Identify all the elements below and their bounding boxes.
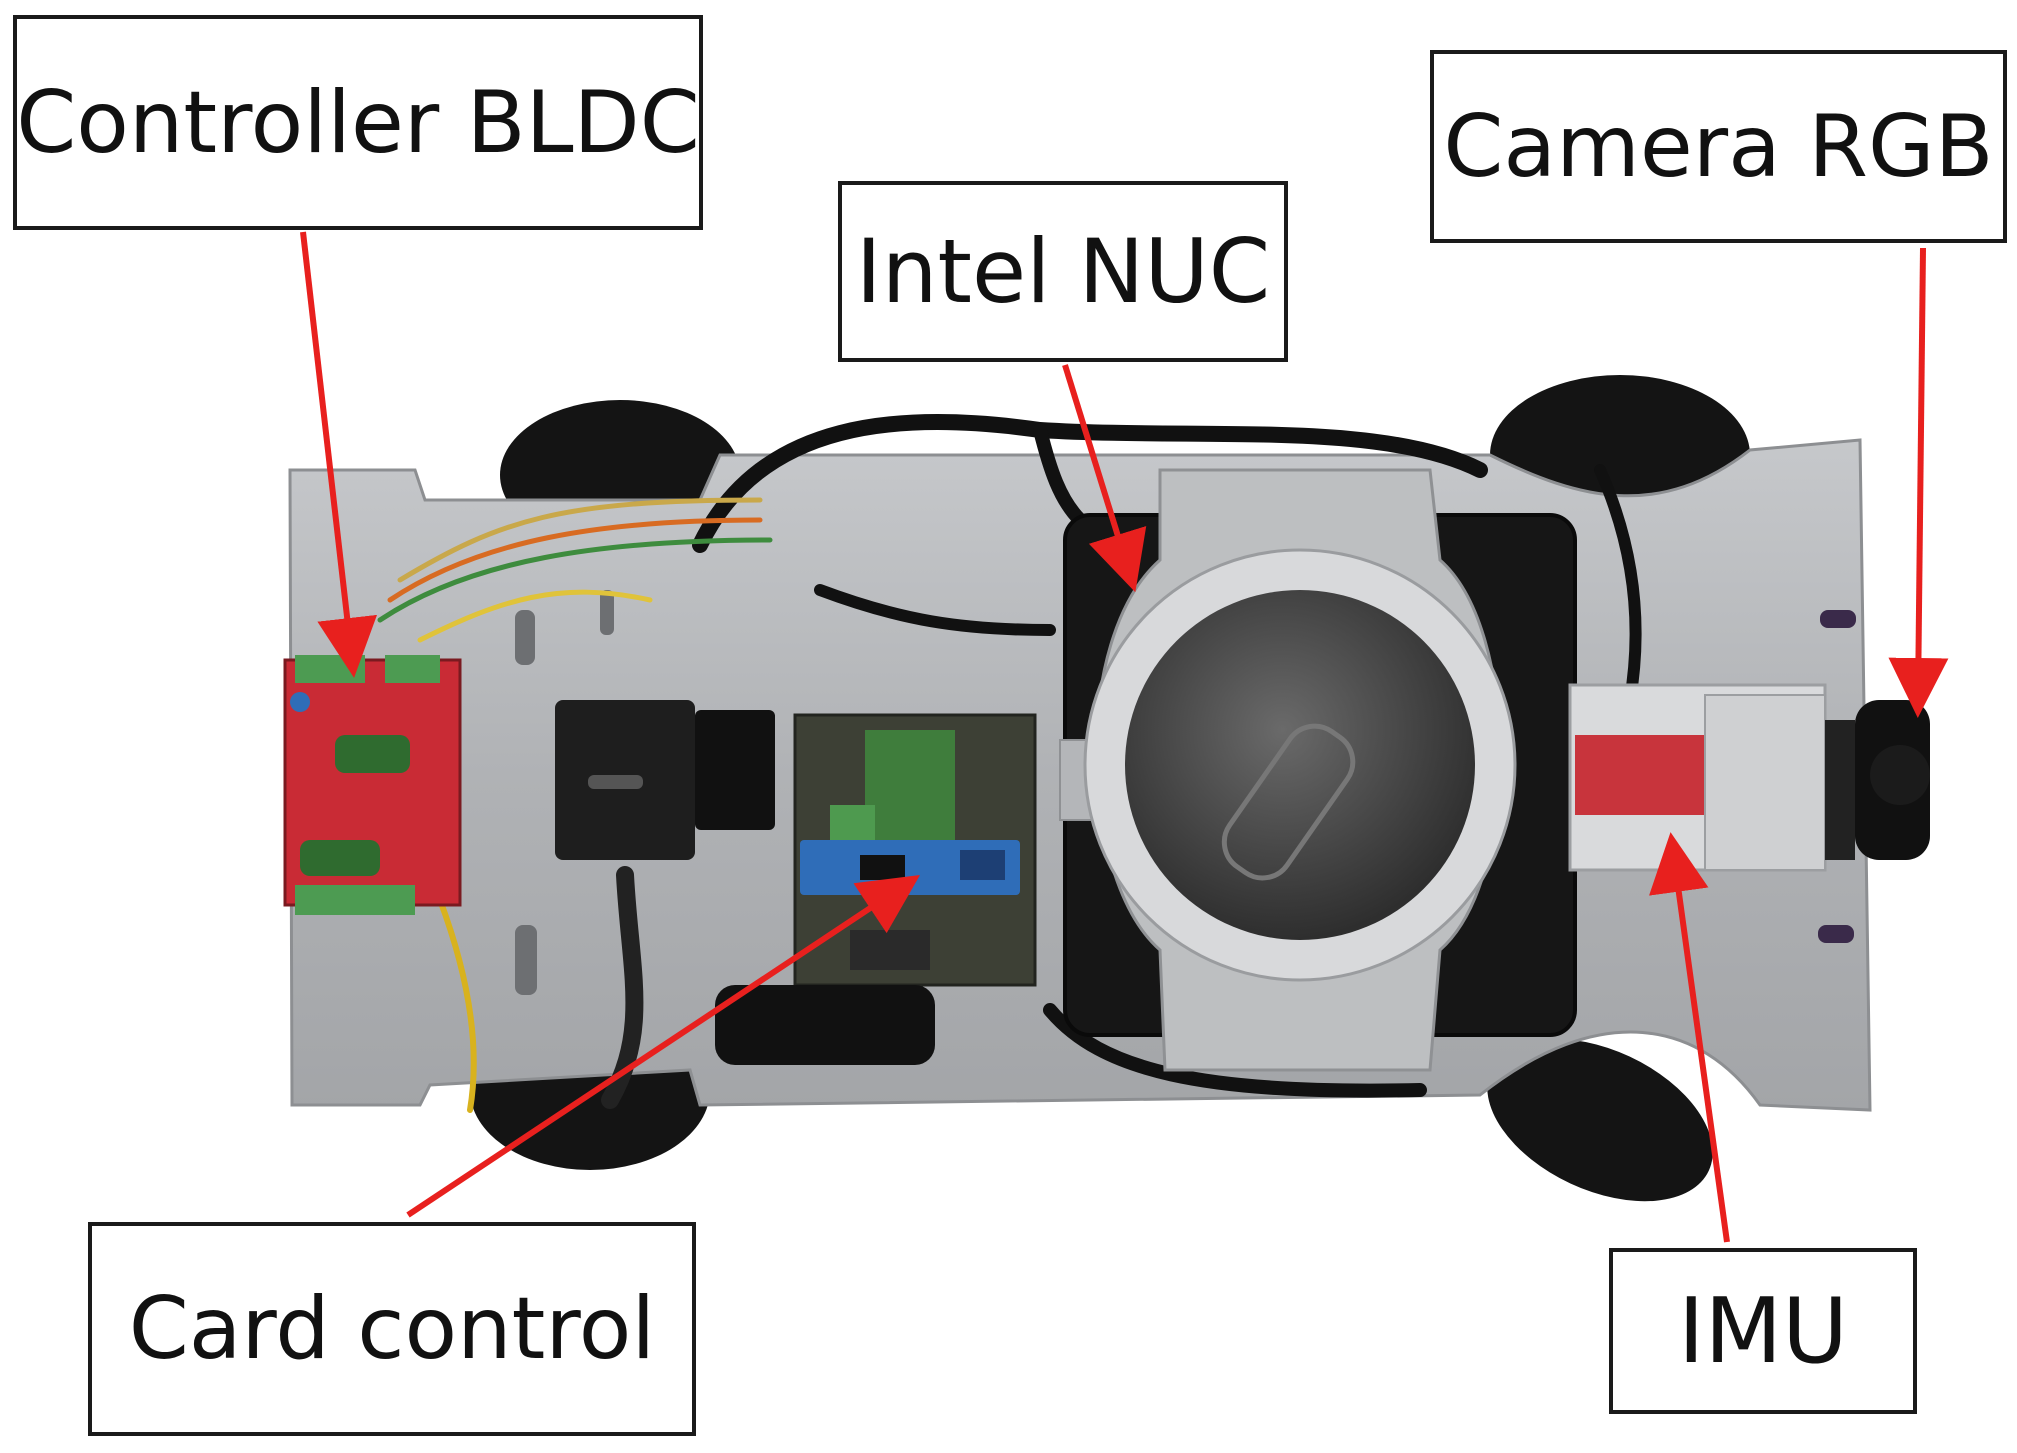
label-controller-bldc: Controller BLDC	[13, 15, 703, 230]
arrow-controller-bldc	[300, 231, 378, 678]
arrow-camera-rgb	[1888, 247, 1949, 718]
cables	[377, 413, 1696, 1113]
battery-pack	[555, 700, 775, 860]
label-intel-nuc: Intel NUC	[838, 181, 1288, 362]
tape-block	[715, 985, 935, 1065]
rplidar-sensor	[1083, 548, 1517, 982]
plate-slots	[515, 590, 1856, 995]
label-camera-rgb: Camera RGB	[1430, 50, 2007, 243]
arrow-card-control	[406, 875, 920, 1218]
control-card	[793, 713, 1037, 987]
label-imu: IMU	[1609, 1248, 1917, 1414]
imu-camera-mount	[1568, 683, 1855, 872]
label-card-control: Card control	[88, 1222, 696, 1436]
bldc-controller-board	[283, 655, 462, 915]
camera-rgb	[1855, 700, 1930, 860]
arrow-imu	[1649, 832, 1730, 1243]
wheel-front-right	[1487, 1038, 1713, 1202]
arrow-intel-nuc	[1062, 364, 1147, 593]
annotation-arrows	[300, 231, 1949, 1243]
